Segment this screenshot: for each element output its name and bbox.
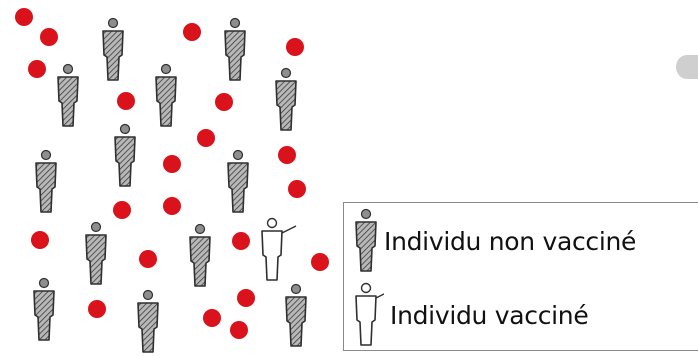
legend-label-vaccinated: Individu vacciné [390,300,589,330]
legend-item-vaccinated: Individu vacciné [354,281,589,349]
legend-item-unvaccinated: Individu non vacciné [354,207,636,275]
virus-particle [232,232,250,250]
virus-particle [311,253,329,271]
virus-particle [215,93,233,111]
virus-particle [88,300,106,318]
person-unvaccinated-icon [227,149,249,213]
virus-particle [288,180,306,198]
virus-particle [163,197,181,215]
virus-particle [197,129,215,147]
virus-particle [278,146,296,164]
virus-particle [31,231,49,249]
person-unvaccinated-icon [57,63,79,127]
virus-particle [117,92,135,110]
person-unvaccinated-icon [85,221,107,285]
person-unvaccinated-icon [137,289,159,353]
legend: Individu non vacciné Individu vacciné [343,202,698,351]
person-vaccinated-icon [261,217,297,281]
person-unvaccinated-icon [224,17,246,81]
legend-label-unvaccinated: Individu non vacciné [384,226,637,256]
virus-particle [163,155,181,173]
virus-particle [230,321,248,339]
virus-particle [237,289,255,307]
virus-particle [113,201,131,219]
virus-particle [28,60,46,78]
person-unvaccinated-icon [275,67,297,131]
virus-particle [40,28,58,46]
person-unvaccinated-icon [285,283,307,347]
virus-particle [139,250,157,268]
person-unvaccinated-icon [155,63,177,127]
virus-particle [15,8,33,26]
person-unvaccinated-icon [35,149,57,213]
person-unvaccinated-icon [189,223,211,287]
person-unvaccinated-icon [114,123,136,187]
virus-particle [183,23,201,41]
virus-particle [203,309,221,327]
virus-particle [286,38,304,56]
person-hatched-icon [355,208,377,272]
person-outline-icon [355,282,384,346]
person-unvaccinated-icon [33,277,55,341]
person-unvaccinated-icon [102,17,124,81]
bullet-point-icon [676,55,698,79]
